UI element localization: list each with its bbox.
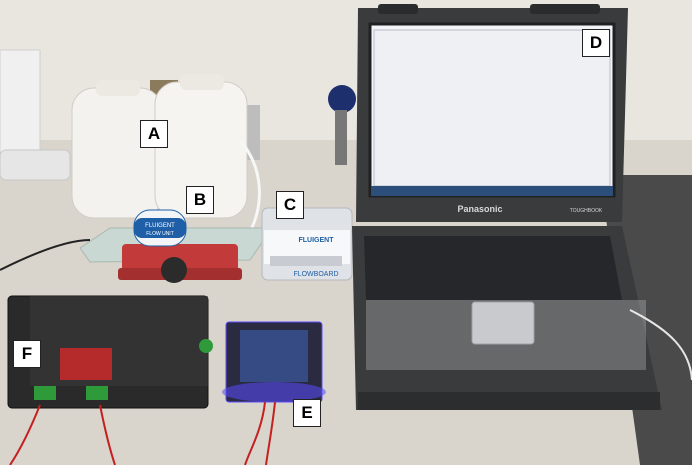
flow-unit-band xyxy=(134,218,186,238)
laptop-palmrest xyxy=(366,300,646,370)
red-cables-chip xyxy=(244,401,276,465)
power-button xyxy=(199,339,213,353)
laptop-handle-right xyxy=(530,4,600,14)
label-b: B xyxy=(186,186,214,214)
bottle-left xyxy=(71,87,163,219)
flowboard-ports xyxy=(270,256,342,266)
bottle-cap-right xyxy=(180,74,224,90)
label-e: E xyxy=(293,399,321,427)
flow-unit-brand: FLUIGENT xyxy=(145,223,175,229)
red-cables-box xyxy=(9,404,116,465)
electronics-lid xyxy=(30,296,208,386)
bottle-cap-left xyxy=(96,80,140,96)
black-knob xyxy=(161,257,187,283)
green-terminal-left xyxy=(34,386,56,400)
laptop-cable xyxy=(629,309,692,381)
blue-knob xyxy=(328,85,356,113)
laptop-touchpad xyxy=(471,301,535,345)
laptop-model-badge: TOUGHBOOK xyxy=(570,208,603,214)
back-fitting xyxy=(335,110,347,165)
relay-board xyxy=(60,348,112,380)
flow-unit-model: FLOW UNIT xyxy=(146,231,174,237)
label-d: D xyxy=(582,29,610,57)
microfluidic-chip xyxy=(240,330,308,382)
blue-glow xyxy=(222,382,326,402)
black-cable-table xyxy=(0,239,91,271)
label-c: C xyxy=(276,191,304,219)
flowboard-model: FLOWBOARD xyxy=(293,271,338,278)
screen-taskbar xyxy=(371,186,613,196)
laptop-keyboard xyxy=(364,236,622,300)
laptop-brand: Panasonic xyxy=(457,204,502,214)
laptop-front-edge xyxy=(358,392,660,410)
label-f: F xyxy=(13,340,41,368)
screen-window-panel xyxy=(373,29,611,187)
left-tray xyxy=(0,149,71,181)
label-a: A xyxy=(140,120,168,148)
laptop-handle-left xyxy=(378,4,418,14)
green-terminal-right xyxy=(86,386,108,400)
flowboard-brand: FLUIGENT xyxy=(299,237,335,244)
